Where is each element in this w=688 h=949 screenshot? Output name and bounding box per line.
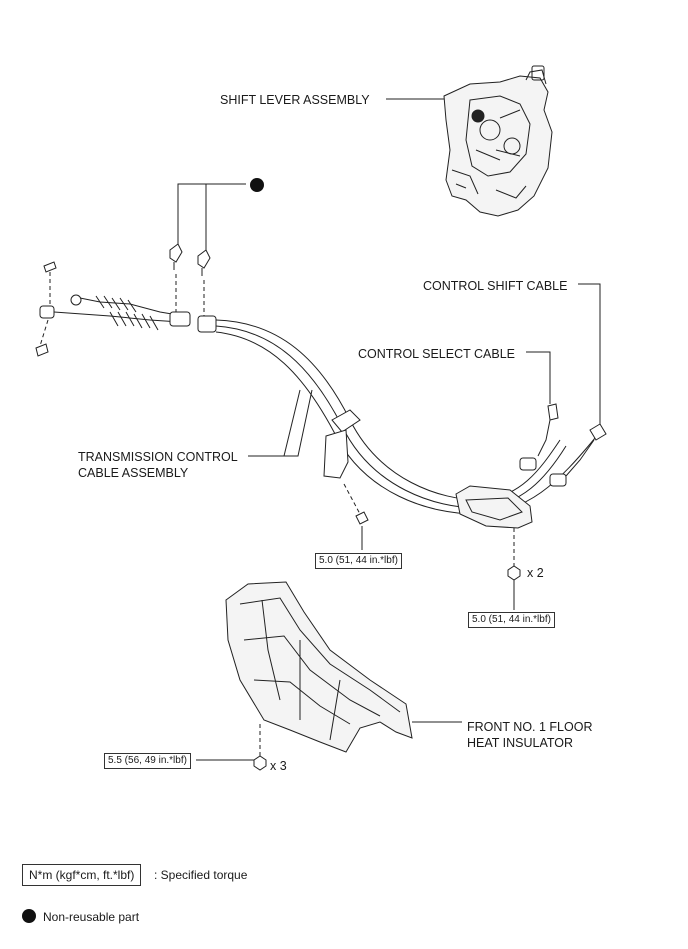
bolt-center	[355, 511, 369, 525]
cable-end-upper	[70, 294, 173, 315]
nut-right	[507, 565, 521, 581]
torque-nut-right: 5.0 (51, 44 in.*lbf)	[468, 612, 555, 628]
shift-cable-leader	[578, 283, 601, 424]
pin-lower	[35, 343, 49, 357]
label-transmission-cable-line1: TRANSMISSION CONTROL	[78, 450, 238, 464]
qty-nut-right: x 2	[527, 566, 544, 580]
legend-non-reusable-text: Non-reusable part	[43, 910, 140, 924]
legend-torque-text: : Specified torque	[154, 868, 248, 882]
legend-non-reusable-dot-icon	[22, 909, 36, 923]
qty-nut-insulator: x 3	[270, 759, 287, 773]
label-transmission-cable-line2: CABLE ASSEMBLY	[78, 466, 189, 480]
label-heat-insulator-line1: FRONT NO. 1 FLOOR	[467, 720, 593, 734]
heat-insulator-drawing	[225, 581, 413, 753]
select-cable-leader	[526, 351, 551, 404]
torque-bolt-center: 5.0 (51, 44 in.*lbf)	[315, 553, 402, 569]
cable-bracket-floor	[455, 485, 533, 529]
cable-clip-1	[169, 243, 183, 270]
clip-leader	[177, 183, 246, 250]
cable-bracket-center	[323, 409, 361, 479]
control-select-cable-end	[519, 403, 559, 471]
legend-torque-box: N*m (kgf*cm, ft.*lbf)	[22, 864, 142, 886]
transmission-cable-bundle	[215, 319, 601, 515]
torque-nut-insulator: 5.5 (56, 49 in.*lbf)	[104, 753, 191, 769]
transmission-cable-leader	[248, 389, 313, 457]
nut-insulator	[253, 755, 267, 771]
pin-upper	[43, 261, 57, 273]
label-shift-lever-assembly: SHIFT LEVER ASSEMBLY	[220, 93, 370, 107]
non-reusable-dot-icon	[250, 178, 264, 192]
label-control-select-cable: CONTROL SELECT CABLE	[358, 347, 515, 361]
cable-end-lower	[53, 311, 217, 333]
label-control-shift-cable: CONTROL SHIFT CABLE	[423, 279, 568, 293]
end-bushing	[39, 305, 55, 319]
cable-clip-2	[197, 249, 211, 276]
shift-lever-assembly-drawing	[443, 65, 553, 217]
label-heat-insulator-line2: HEAT INSULATOR	[467, 736, 574, 750]
control-shift-cable-end	[549, 423, 607, 487]
